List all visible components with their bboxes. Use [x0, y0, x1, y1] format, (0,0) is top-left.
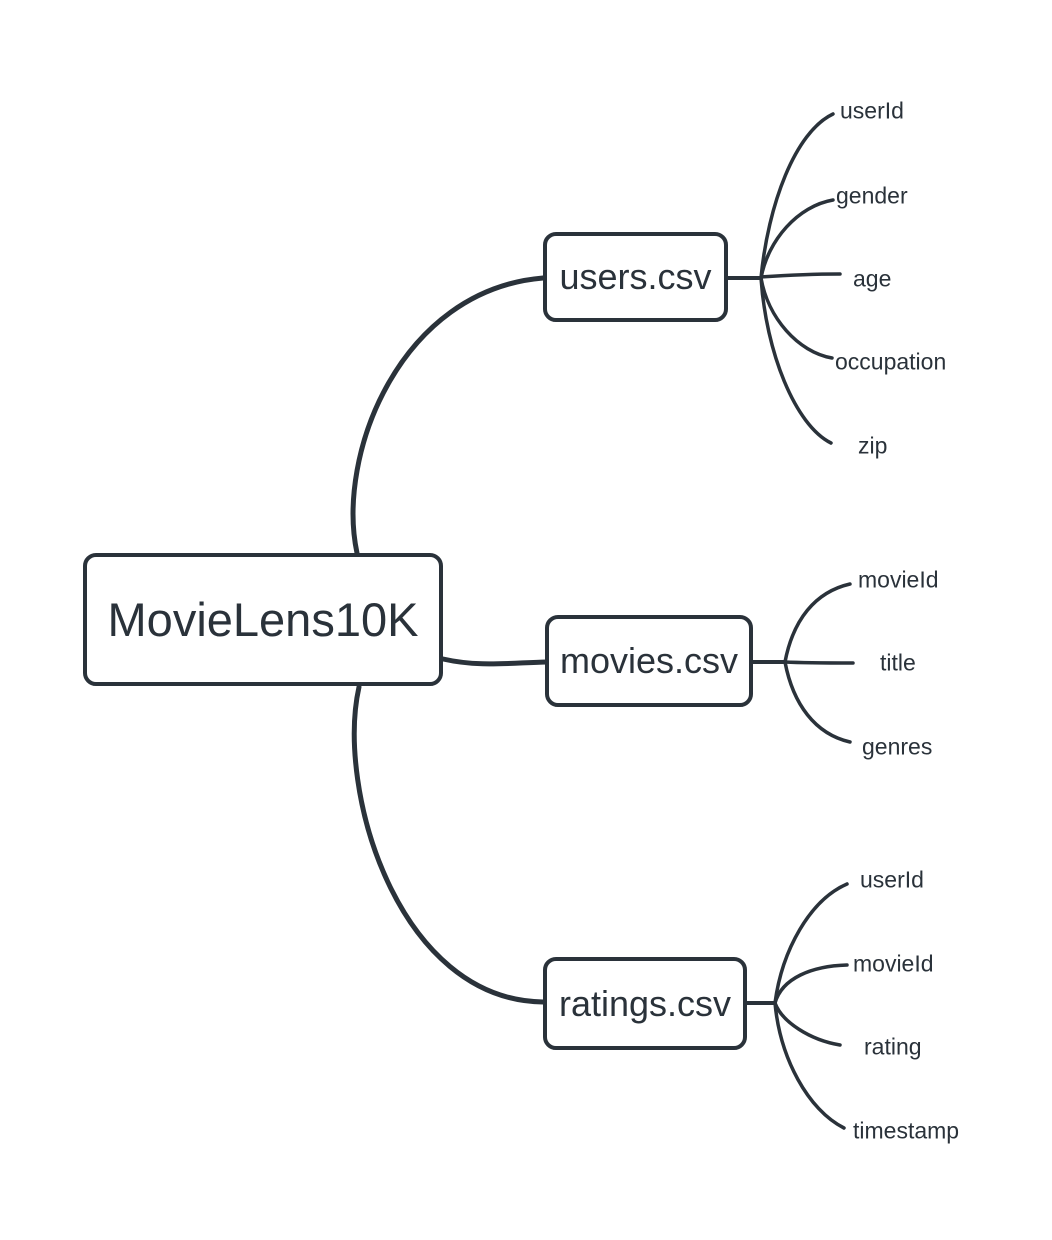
edge-movies-movieid: [783, 582, 852, 664]
branch-node-ratings-csv: ratings.csv: [543, 957, 747, 1050]
branch-node-movies-csv: movies.csv: [545, 615, 753, 707]
leaf-label-ratings-movieid: movieId: [853, 950, 934, 977]
leaf-label-ratings-timestamp: timestamp: [853, 1117, 960, 1144]
leaf-label-users-occupation: occupation: [835, 348, 947, 375]
branch-node-label: ratings.csv: [558, 982, 732, 1024]
leaf-label-users-gender: gender: [836, 182, 908, 209]
branch-node-users-csv: users.csv: [543, 232, 728, 322]
edge-users-userid: [759, 112, 835, 280]
leaf-label-ratings-rating: rating: [864, 1033, 922, 1060]
edge-movies-genres: [783, 660, 852, 744]
edge-ratings-rating: [773, 1001, 842, 1047]
branch-node-label: users.csv: [559, 256, 712, 297]
leaf-label-users-age: age: [853, 265, 892, 292]
edge-ratings-userid: [773, 882, 849, 1005]
edge-users-occupation: [759, 276, 834, 360]
leaf-label-movies-movieid: movieId: [858, 566, 939, 593]
branch-node-label: movies.csv: [559, 640, 739, 681]
root-node-movielens10k: MovieLens10K: [83, 553, 443, 686]
leaf-label-ratings-userid: userId: [860, 866, 924, 893]
edge-users-zip: [759, 276, 833, 445]
leaf-label-users-zip: zip: [858, 432, 888, 459]
edge-root-movies: [440, 656, 550, 667]
edge-root-ratings: [351, 684, 546, 1005]
edge-ratings-movieid: [773, 963, 849, 1005]
root-node-label: MovieLens10K: [107, 593, 419, 646]
edge-movies-title: [783, 660, 855, 665]
leaf-label-users-userid: userId: [840, 97, 904, 124]
edge-root-users: [350, 275, 546, 556]
edge-users-gender: [759, 198, 835, 280]
edge-ratings-timestamp: [773, 1001, 846, 1130]
leaf-label-movies-title: title: [880, 649, 916, 676]
leaf-label-movies-genres: genres: [862, 733, 933, 760]
edge-users-age: [759, 272, 842, 279]
